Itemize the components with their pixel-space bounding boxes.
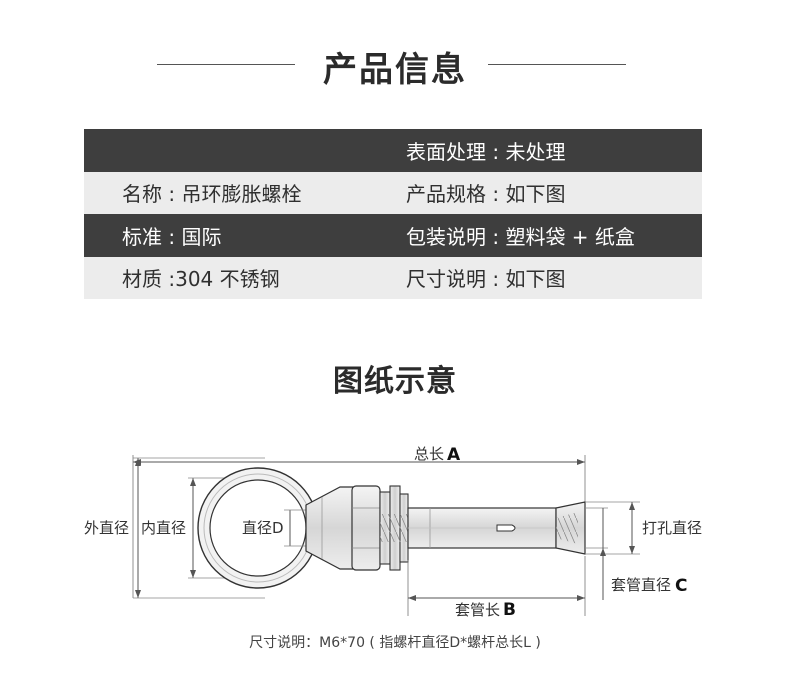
outer-diameter-label: 外直径 [84, 519, 129, 537]
table-row: 材质 :304 不锈钢 尺寸说明 : 如下图 [84, 256, 702, 299]
table-row: 标准 : 国际 包装说明 : 塑料袋 + 纸盒 [84, 214, 702, 257]
table-cell-left: 材质 :304 不锈钢 [122, 267, 280, 292]
eye-ring [197, 467, 319, 589]
diameter-d-dimension: 直径D [242, 509, 306, 547]
title-divider-left [157, 64, 295, 65]
sleeve-diameter-dimension: 套管直径 C [586, 507, 687, 600]
drill-diameter-dimension: 打孔直径 [585, 501, 702, 555]
diameter-d-label: 直径D [242, 519, 284, 537]
table-cell-right: 包装说明 : 塑料袋 + 纸盒 [406, 224, 635, 249]
table-cell-left: 名称 : 吊环膨胀螺栓 [122, 182, 302, 207]
table-cell-right: 尺寸说明 : 如下图 [406, 267, 566, 292]
product-info-title: 产品信息 [323, 50, 467, 90]
table-cell-right: 产品规格 : 如下图 [406, 182, 566, 207]
table-cell-right: 表面处理 : 未处理 [406, 139, 566, 164]
table-cell-left: 标准 : 国际 [122, 224, 222, 249]
title-divider-right [488, 64, 626, 65]
sleeve-length-letter: B [503, 600, 516, 620]
dimension-caption: 尺寸说明：M6*70 ( 指螺杆直径D*螺杆总长L ) [249, 635, 541, 651]
sleeve-diameter-label: 套管直径 [611, 576, 671, 594]
sleeve-diameter-letter: C [675, 576, 687, 596]
table-row: 名称 : 吊环膨胀螺栓 产品规格 : 如下图 [84, 171, 702, 214]
hex-nut [351, 485, 381, 571]
expansion-cone [555, 501, 586, 555]
drawing-title: 图纸示意 [333, 364, 457, 399]
total-length-label: 总长 [414, 445, 444, 463]
sleeve-length-label: 套管长 [455, 601, 500, 619]
expansion-sleeve [407, 507, 557, 549]
product-info-table: 表面处理 : 未处理 名称 : 吊环膨胀螺栓 产品规格 : 如下图 标准 : 国… [84, 129, 702, 299]
bolt-neck [305, 486, 359, 570]
inner-diameter-label: 内直径 [141, 519, 186, 537]
sleeve-length-dimension: 套管长 B [407, 556, 586, 620]
table-row: 表面处理 : 未处理 [84, 129, 702, 172]
outer-diameter-dimension: 外直径 [84, 457, 265, 599]
total-length-letter: A [447, 445, 461, 465]
drill-diameter-label: 打孔直径 [642, 519, 702, 537]
total-length-dimension: 总长 A [132, 445, 586, 598]
